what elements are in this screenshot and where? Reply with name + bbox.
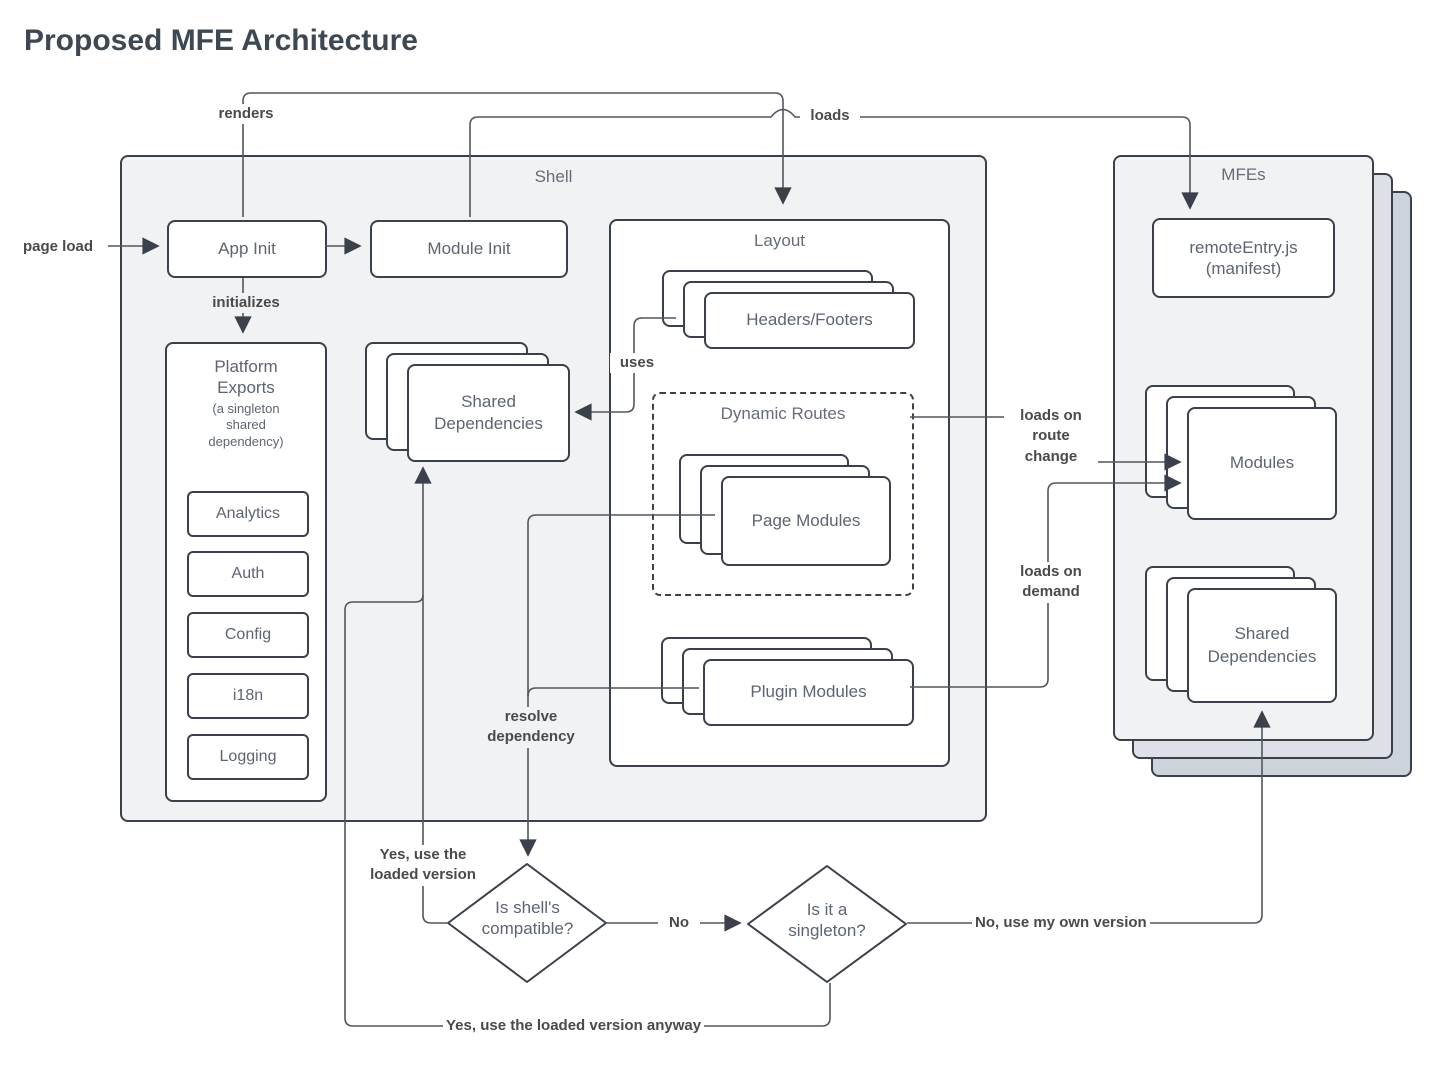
decision-shell-compatible [447,863,607,983]
edge-renders [242,92,792,217]
decision-is-singleton [747,865,907,983]
remote-entry-box: remoteEntry.js (manifest) [1152,218,1335,298]
headers-footers-stack: Headers/Footers [662,270,915,349]
headers-footers-box: Headers/Footers [704,292,915,349]
mfes-container: MFEs remoteEntry.js (manifest) Modules S… [1113,155,1412,777]
platform-export-i18n: i18n [187,673,309,719]
page-title: Proposed MFE Architecture [24,24,418,57]
platform-export-analytics: Analytics [187,491,309,537]
mfe-modules-stack: Modules [1145,385,1337,520]
edge-resolve-dependency-page [519,514,715,857]
mfe-modules-box: Modules [1187,407,1337,520]
mfe-shared-dependencies-box: Shared Dependencies [1187,588,1337,703]
edge-label-uses: uses [610,353,664,374]
edge-label-yes-use-loaded-anyway: Yes, use the loaded version anyway [443,1016,705,1037]
layout-container: Layout Headers/Footers Dynamic Routes Pa… [609,219,950,767]
platform-export-auth: Auth [187,551,309,597]
edge-label-loads-on-demand: loads on demand [1000,562,1102,603]
platform-exports-container: Platform Exports (a singleton shared dep… [165,342,327,802]
module-init-box: Module Init [370,220,568,278]
edge-no-use-own-version [907,710,1271,924]
app-init-box: App Init [167,220,327,278]
edge-label-no: No [658,913,700,934]
edge-yes-use-loaded [414,466,447,924]
page-modules-box: Page Modules [721,476,891,566]
plugin-modules-box: Plugin Modules [703,659,914,726]
page-modules-stack: Page Modules [679,454,891,566]
edge-label-loads-on-route-change: loads on route change [1004,406,1098,467]
layout-label: Layout [753,231,806,250]
platform-export-logging: Logging [187,734,309,780]
edge-label-resolve-dependency: resolve dependency [468,707,594,748]
mfe-shared-dependencies-stack: Shared Dependencies [1145,566,1337,703]
dynamic-routes-container: Dynamic Routes Page Modules [652,392,914,596]
platform-export-config: Config [187,612,309,658]
shell-container: Shell App Init Module Init Platform Expo… [120,155,987,822]
shell-label: Shell [534,167,573,186]
platform-exports-title: Platform Exports [214,357,278,398]
shell-shared-dependencies-box: Shared Dependencies [407,364,570,462]
edge-loads [469,108,1199,217]
edge-label-no-use-own: No, use my own version [972,913,1150,934]
dynamic-routes-label: Dynamic Routes [720,404,846,423]
edge-label-yes-use-loaded: Yes, use the loaded version [352,845,494,886]
decision-is-singleton-text: Is it a singleton? [788,900,866,941]
edge-label-page-load: page load [20,237,97,258]
edge-resolve-dependency-plugin [527,687,699,697]
platform-exports-subtitle: (a singleton shared dependency) [208,400,284,450]
edge-label-initializes: initializes [200,293,292,314]
shell-shared-dependencies-stack: Shared Dependencies [365,342,570,462]
edge-label-renders: renders [205,104,287,125]
plugin-modules-stack: Plugin Modules [661,637,914,726]
edge-label-loads: loads [800,106,860,127]
decision-shell-compatible-text: Is shell's compatible? [481,898,574,939]
edge-yes-use-loaded-anyway [344,594,831,1027]
mfes-label: MFEs [1221,165,1266,184]
